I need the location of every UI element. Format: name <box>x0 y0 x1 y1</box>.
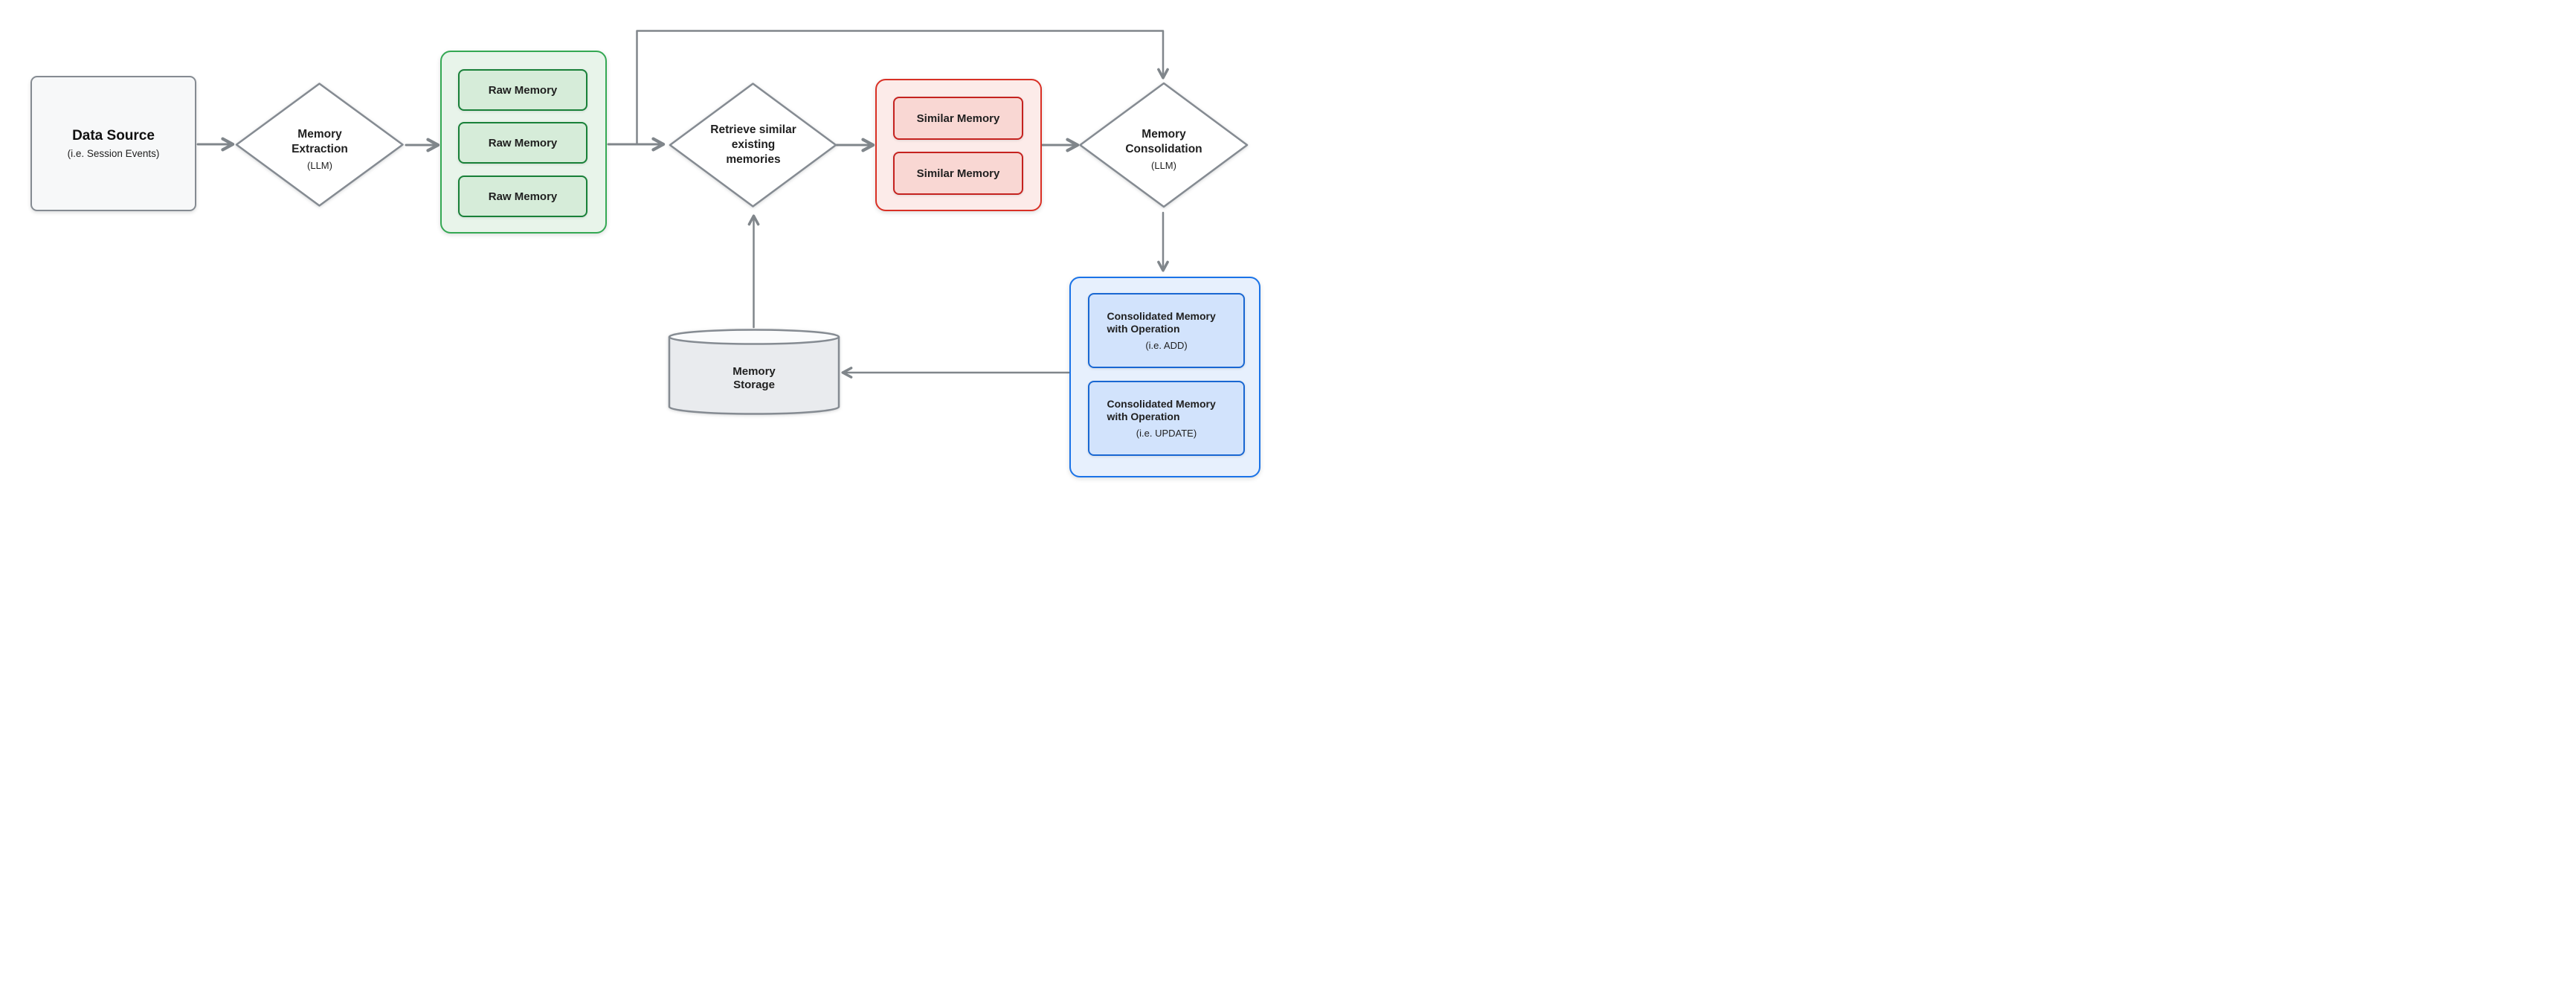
cylinder-top-face <box>668 329 840 345</box>
raw-memory-chip-1-label: Raw Memory <box>488 83 558 97</box>
similar-memory-chip-1-label: Similar Memory <box>916 112 1000 125</box>
data-source-node: Data Source (i.e. Session Events) <box>30 76 196 211</box>
similar-memory-group: Similar Memory Similar Memory <box>875 79 1042 211</box>
consolidated-memory-chip-update: Consolidated Memory with Operation (i.e.… <box>1088 381 1245 456</box>
similar-memory-chip-2: Similar Memory <box>893 152 1023 195</box>
raw-memory-chip-2: Raw Memory <box>458 122 587 164</box>
consolidated-memory-chip-add: Consolidated Memory with Operation (i.e.… <box>1088 293 1245 368</box>
memory-extraction-diamond <box>235 83 404 207</box>
consolidated-memory-add-subtitle: (i.e. ADD) <box>1145 340 1188 351</box>
diagram-shapes-layer <box>196 30 1249 415</box>
raw-memory-chip-3-label: Raw Memory <box>488 190 558 203</box>
raw-memory-chip-2-label: Raw Memory <box>488 136 558 149</box>
consolidated-memory-group: Consolidated Memory with Operation (i.e.… <box>1069 277 1260 477</box>
raw-memory-group: Raw Memory Raw Memory Raw Memory <box>440 51 607 234</box>
memory-pipeline-diagram: Data Source (i.e. Session Events) Memory… <box>0 0 1288 500</box>
data-source-subtitle: (i.e. Session Events) <box>67 148 160 159</box>
consolidated-memory-add-title: Consolidated Memory with Operation <box>1107 310 1216 335</box>
arrow-raw-memory-feedback-to-consolidation <box>636 30 1169 146</box>
consolidated-memory-update-subtitle: (i.e. UPDATE) <box>1136 428 1197 439</box>
similar-memory-chip-2-label: Similar Memory <box>916 167 1000 180</box>
data-source-title: Data Source <box>72 128 155 144</box>
memory-consolidation-diamond <box>1079 82 1249 208</box>
similar-memory-chip-1: Similar Memory <box>893 97 1023 140</box>
memory-storage-cylinder <box>668 329 840 415</box>
cylinder-body <box>668 337 840 415</box>
raw-memory-chip-1: Raw Memory <box>458 69 587 111</box>
raw-memory-chip-3: Raw Memory <box>458 176 587 217</box>
consolidated-memory-update-title: Consolidated Memory with Operation <box>1107 398 1216 422</box>
retrieve-memories-diamond <box>669 83 837 207</box>
